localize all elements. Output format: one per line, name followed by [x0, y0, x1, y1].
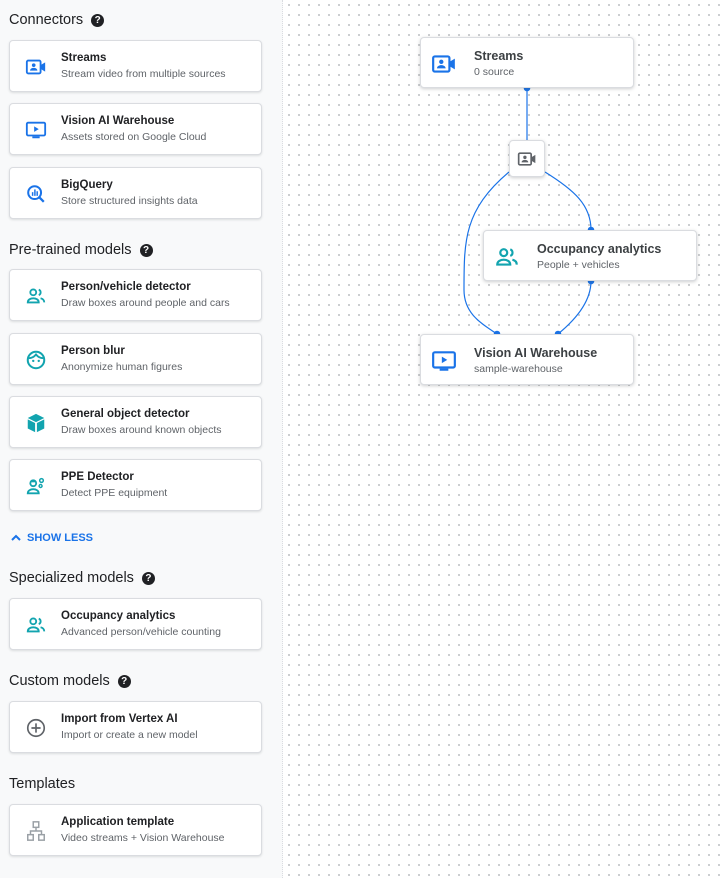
section-templates: Templates: [9, 776, 75, 792]
show-less-button[interactable]: SHOW LESS: [10, 532, 93, 544]
people-icon: [26, 288, 46, 304]
section-title: Connectors: [9, 12, 84, 28]
node-vision-ai-warehouse[interactable]: Vision AI Warehouse sample-warehouse: [420, 334, 634, 385]
card-subtitle: Anonymize human figures: [61, 361, 183, 373]
people-icon: [26, 617, 46, 633]
card-subtitle: Detect PPE equipment: [61, 487, 168, 499]
node-subtitle: 0 source: [474, 66, 515, 78]
card-title: PPE Detector: [61, 471, 134, 483]
ppe-icon: [26, 477, 45, 495]
card-title: Occupancy analytics: [61, 610, 176, 622]
hierarchy-icon: [27, 821, 45, 841]
help-icon[interactable]: ?: [117, 674, 131, 688]
edge-hub-to-occupancy: [544, 171, 592, 231]
card-title: Vision AI Warehouse: [61, 115, 175, 127]
help-icon[interactable]: ?: [139, 243, 153, 257]
card-title: Import from Vertex AI: [61, 713, 178, 725]
people-icon: [496, 248, 518, 266]
card-subtitle: Video streams + Vision Warehouse: [61, 832, 225, 844]
node-subtitle: sample-warehouse: [474, 363, 563, 375]
section-pretrained: Pre-trained models?: [9, 242, 153, 258]
card-subtitle: Stream video from multiple sources: [61, 68, 226, 80]
help-icon[interactable]: ?: [91, 13, 105, 27]
section-title: Custom models: [9, 673, 110, 689]
card-subtitle: Assets stored on Google Cloud: [61, 131, 207, 143]
node-title: Streams: [474, 49, 524, 63]
face-icon: [26, 350, 46, 370]
section-title: Pre-trained models: [9, 242, 132, 258]
monitor-play-icon: [432, 351, 456, 371]
card-title: General object detector: [61, 408, 190, 420]
video-camera-icon: [517, 151, 536, 166]
video-camera-icon: [432, 55, 455, 73]
card-title: BigQuery: [61, 179, 113, 191]
show-less-label: SHOW LESS: [27, 532, 94, 544]
card-title: Person/vehicle detector: [61, 281, 191, 293]
monitor-play-icon: [25, 121, 47, 139]
plus-circle-icon: [26, 718, 46, 738]
card-subtitle: Draw boxes around known objects: [61, 424, 222, 436]
edge-hub-to-warehouse: [463, 171, 510, 335]
stream-hub-node[interactable]: [509, 140, 545, 177]
video-camera-icon: [25, 59, 46, 75]
section-custom: Custom models?: [9, 673, 131, 689]
help-icon[interactable]: ?: [141, 571, 155, 585]
card-subtitle: Import or create a new model: [61, 729, 198, 741]
node-title: Vision AI Warehouse: [474, 346, 598, 360]
card-subtitle: Draw boxes around people and cars: [61, 297, 230, 309]
section-specialized: Specialized models?: [9, 570, 155, 586]
section-title: Specialized models: [9, 570, 134, 586]
card-subtitle: Advanced person/vehicle counting: [61, 626, 221, 638]
section-connectors: Connectors?: [9, 12, 105, 28]
chevron-up-icon: [11, 534, 21, 541]
node-streams[interactable]: Streams 0 source: [420, 37, 634, 88]
bigquery-icon: [27, 185, 45, 203]
edge-occupancy-to-warehouse: [557, 280, 592, 335]
section-title: Templates: [9, 776, 76, 792]
card-title: Person blur: [61, 345, 125, 357]
node-title: Occupancy analytics: [537, 242, 662, 256]
card-subtitle: Store structured insights data: [61, 195, 198, 207]
card-title: Streams: [61, 52, 107, 64]
node-subtitle: People + vehicles: [537, 259, 620, 271]
card-import-vertex-ai[interactable]: Import from Vertex AI Import or create a …: [9, 701, 262, 753]
edges: [463, 84, 595, 338]
cube-icon: [27, 413, 45, 433]
card-title: Application template: [61, 816, 175, 828]
